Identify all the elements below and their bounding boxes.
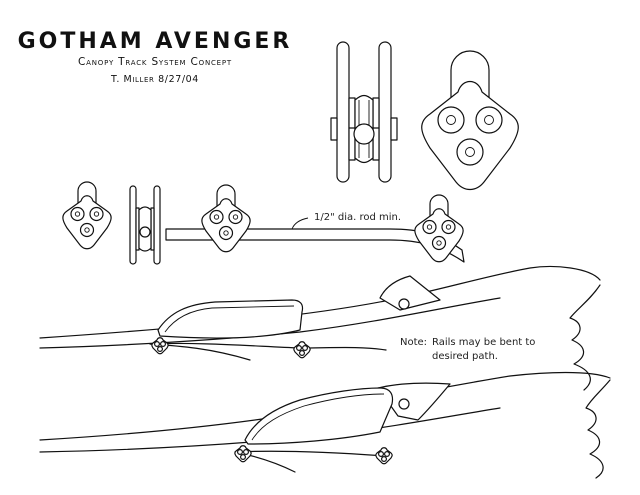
note-label: Note: <box>400 337 427 348</box>
roller-carriage-side-view-large <box>330 41 398 183</box>
roller-carriage-front-view-small <box>62 181 112 250</box>
roller-carriage-front-view-large <box>421 50 519 191</box>
drawing-title: GOTHAM AVENGER <box>18 29 293 54</box>
roller-carriage-on-rod-center <box>201 184 251 253</box>
note-line-1: Rails may be bent to <box>432 337 535 348</box>
roller-carriage-side-view-small <box>129 185 161 265</box>
canopy-open-assembly <box>39 371 611 479</box>
note-line-2: desired path. <box>432 351 498 362</box>
rod-diameter-leader <box>291 217 309 230</box>
rod-diameter-label: 1/2" dia. rod min. <box>314 212 401 223</box>
canopy-closed-assembly <box>39 265 601 391</box>
drawing-subtitle: Canopy Track System Concept <box>78 56 232 68</box>
drawing-author-date: T. Miller 8/27/04 <box>110 74 199 85</box>
